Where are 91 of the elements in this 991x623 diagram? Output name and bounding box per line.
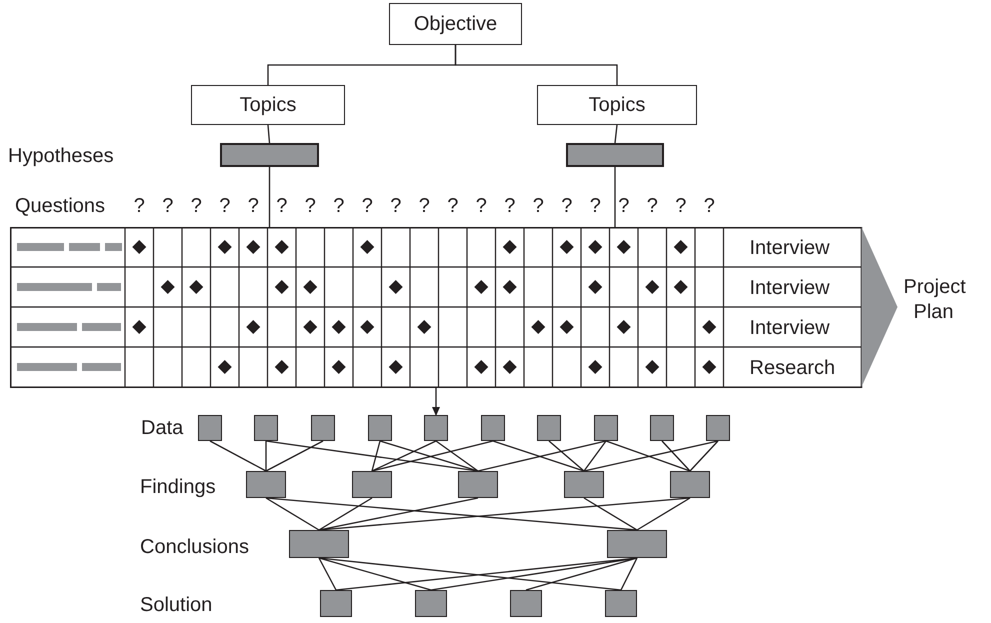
item-square [424,415,448,441]
level-label: Data [141,418,184,438]
connector-line [266,497,638,531]
item-square [481,415,505,441]
item-square [458,471,498,498]
question-mark: ? [219,196,230,216]
item-square [564,471,604,498]
item-square [607,530,667,558]
row-label: Research [750,358,836,378]
question-mark: ? [390,196,402,216]
objective-box: Objective [389,3,522,45]
arrow [432,387,440,416]
connector-line [614,167,616,227]
connector-line [478,440,606,472]
question-mark: ? [476,196,487,216]
question-mark: ? [561,196,572,216]
connector-line [548,440,584,472]
question-mark: ? [248,196,259,216]
level-label: Conclusions [140,537,249,557]
connector-line [318,557,432,591]
hypothesis-bar [566,143,664,167]
connector-line [372,440,436,472]
question-mark: ? [134,196,145,216]
connector-line [318,497,478,531]
question-mark: ? [646,196,658,216]
connector-line [267,124,270,144]
connector-line [606,440,690,472]
question-mark: ? [162,196,174,216]
question-mark: ? [704,196,715,216]
connector-line [583,440,607,472]
question-mark: ? [504,196,516,216]
connector-line [614,124,618,144]
item-square [605,590,637,617]
item-square [198,415,222,441]
connector-line [584,497,638,531]
hypothesis-bar [220,143,319,167]
connector-line [380,440,478,472]
question-mark: ? [304,196,316,216]
connector-line [584,440,718,472]
connector-line [210,440,266,472]
connector-line [636,497,690,531]
item-square [670,471,710,498]
connector-line [372,440,494,472]
level-label: Questions [15,196,106,216]
question-mark: ? [418,196,430,216]
connector-line [318,558,337,590]
level-label: Hypotheses [8,146,114,166]
question-mark: ? [532,196,544,216]
item-square [368,415,392,441]
connector-line [436,440,478,472]
topic-box: Topics [191,85,345,125]
connector-line [620,558,638,590]
question-mark: ? [333,196,344,216]
row-label: Interview [750,278,830,298]
item-square [311,415,335,441]
chevron-label: Project Plan [904,275,964,325]
item-square [352,471,392,498]
level-label: Findings [140,477,216,497]
item-square [246,471,286,498]
connector-line [492,440,584,472]
level-label: Solution [140,595,212,615]
connector-line [268,167,270,227]
item-square [289,530,349,558]
connector-line [662,440,690,472]
item-square [320,590,352,617]
item-square [706,415,730,441]
connector-line [318,497,372,531]
connector-line [318,497,690,531]
question-mark: ? [276,196,288,216]
row-label: Interview [750,238,830,258]
question-mark: ? [362,196,373,216]
connector-line [266,497,320,531]
topic-box: Topics [537,85,697,125]
connector-line [454,45,618,85]
item-square [254,415,278,441]
item-square [537,415,561,441]
question-mark: ? [618,196,630,216]
connector-line [265,441,267,471]
question-mark: ? [590,196,601,216]
row-label: Interview [750,318,830,338]
connector-line [371,440,381,472]
question-mark: ? [447,196,458,216]
question-mark: ? [190,196,202,216]
connector-line [690,440,718,472]
item-square [594,415,618,441]
connector-line [266,440,324,472]
item-square [510,590,542,617]
question-mark: ? [675,196,686,216]
item-square [415,590,447,617]
item-square [650,415,674,441]
connector-line [526,557,638,591]
